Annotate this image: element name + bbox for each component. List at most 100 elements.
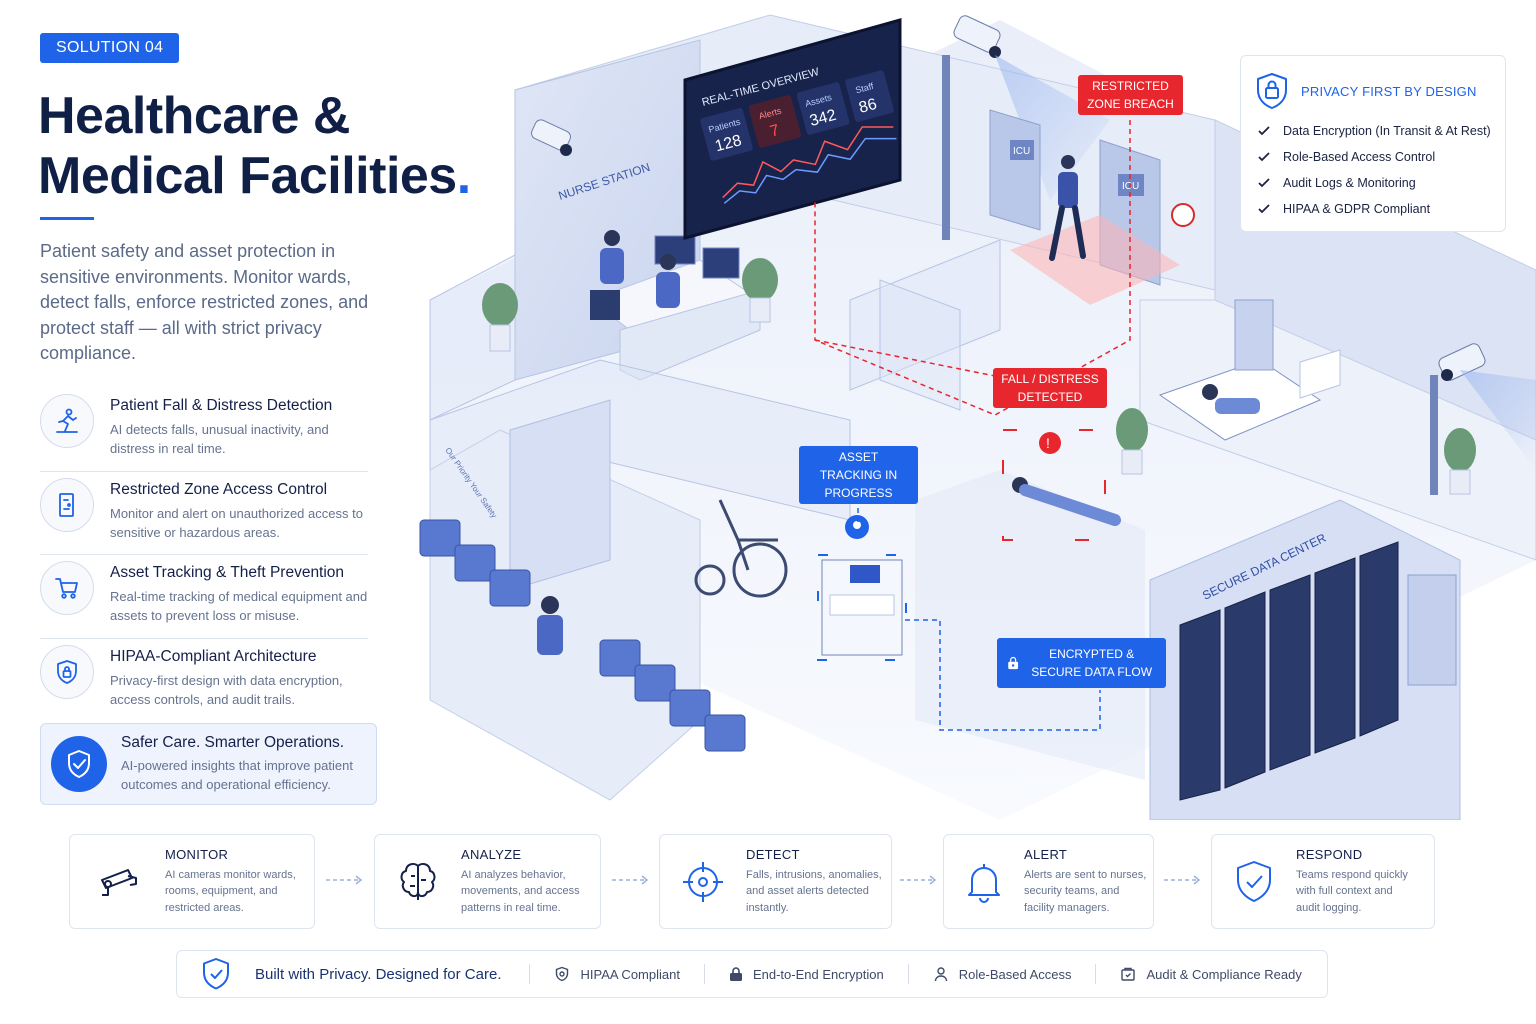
title-line-2: Medical Facilities [38,147,457,205]
callout-text: ASSET TRACKING IN PROGRESS [819,450,898,500]
step-desc: AI analyzes behavior, movements, and acc… [461,868,580,914]
patient-room [1139,299,1536,561]
page-title: Healthcare & Medical Facilities. [38,86,471,206]
step-title: DETECT [746,846,800,862]
svg-text:!: ! [1046,435,1050,451]
lead-paragraph: Patient safety and asset protection in s… [40,241,369,363]
shield-check-icon [51,736,107,792]
privacy-item: Role-Based Access Control [1255,144,1491,170]
safer-care-card: Safer Care. Smarter Operations. AI-power… [40,723,377,805]
step-title: MONITOR [165,846,229,862]
step-title: ANALYZE [461,846,522,862]
privacy-item: Audit Logs & Monitoring [1255,170,1491,196]
step-desc: Falls, intrusions, anomalies, and asset … [746,868,882,914]
feature-item: Restricted Zone Access Control Monitor a… [40,472,368,555]
camera-icon [70,858,165,906]
workflow-step-detect: DETECT Falls, intrusions, anomalies, and… [659,834,892,929]
wheelchair-icon [694,499,788,598]
privacy-list: Data Encryption (In Transit & At Rest) R… [1255,118,1491,222]
cart-icon [40,561,94,615]
footer-item-role-access: Role-Based Access [933,966,1071,982]
feature-desc: AI detects falls, unusual inactivity, an… [110,422,329,456]
asset-cart [817,515,907,661]
user-icon [934,967,947,982]
shield-lock-icon [1257,73,1287,109]
footer-item-hipaa: HIPAA Compliant [554,966,680,982]
audit-icon [1121,967,1136,981]
fall-detection-zone: ! [915,429,1145,780]
feature-desc: Privacy-first design with data encryptio… [110,672,343,707]
step-desc: Alerts are sent to nurses, security team… [1024,868,1147,914]
arrow-right-icon [612,875,649,885]
step-desc: Teams respond quickly with full context … [1296,868,1408,914]
footer-tagline: Built with Privacy. Designed for Care. [255,965,502,983]
check-icon [1258,126,1270,136]
workflow-step-alert: ALERT Alerts are sent to nurses, securit… [943,834,1154,929]
icu-label: ICU [1013,146,1030,157]
lock-icon [729,967,742,981]
workflow-step-monitor: MONITOR AI cameras monitor wards, rooms,… [69,834,315,929]
encrypted-flow-callout: ENCRYPTED & SECURE DATA FLOW [997,638,1166,688]
privacy-title: PRIVACY FIRST BY DESIGN [1301,83,1477,99]
feature-title: Asset Tracking & Theft Prevention [110,564,345,581]
title-line-1: Healthcare & [38,87,350,145]
alert-connector-lines [814,120,1131,731]
shield-check-icon [203,958,229,990]
feature-desc: Real-time tracking of medical equipment … [110,589,368,623]
title-dot: . [456,147,471,205]
realtime-dashboard: REAL-TIME OVERVIEW Patients 128 Alerts 7… [683,18,902,240]
solution-badge: SOLUTION 04 [40,33,180,63]
feature-item: Patient Fall & Distress Detection AI det… [40,388,368,472]
step-title: ALERT [1024,846,1068,862]
feature-title: Patient Fall & Distress Detection [110,397,333,414]
stat-label: Staff [854,81,875,96]
feature-list: Patient Fall & Distress Detection AI det… [40,388,368,722]
feature-item: Asset Tracking & Theft Prevention Real-t… [40,555,368,639]
feature-item: HIPAA-Compliant Architecture Privacy-fir… [40,639,368,723]
target-icon [660,858,746,906]
stat-value: 128 [713,132,743,155]
step-title: RESPOND [1296,846,1363,862]
compliance-footer: Built with Privacy. Designed for Care. H… [176,950,1328,998]
security-camera-icon [531,119,572,156]
workflow-step-respond: RESPOND Teams respond quickly with full … [1211,834,1435,929]
waiting-area: Our Priority Your Safety [419,399,746,801]
callout-text: ENCRYPTED & SECURE DATA FLOW [1031,647,1153,679]
nurse-station: NURSE STATION [514,39,762,381]
callout-text: FALL / DISTRESS DETECTED [1001,372,1099,404]
footer-item-encryption: End-to-End Encryption [729,966,884,982]
privacy-card: PRIVACY FIRST BY DESIGN Data Encryption … [1240,55,1506,232]
safer-desc: AI-powered insights that improve patient… [121,758,353,792]
plant-icon [482,258,1476,495]
shield-lock-icon [40,644,94,699]
stat-value: 7 [768,122,781,141]
title-underline [40,217,94,220]
workflow-step-analyze: ANALYZE AI analyzes behavior, movements,… [374,834,601,929]
arrow-right-icon [1164,875,1201,885]
footer-item-audit: Audit & Compliance Ready [1120,966,1302,982]
secure-data-center: SECURE DATA CENTER [1149,499,1461,820]
privacy-item: Data Encryption (In Transit & At Rest) [1255,118,1491,144]
arrow-right-icon [326,875,363,885]
restricted-zone-callout: RESTRICTED ZONE BREACH [1078,75,1183,115]
check-icon [1258,152,1270,162]
lock-icon [1008,656,1019,670]
pole-camera [942,15,1110,240]
feature-title: HIPAA-Compliant Architecture [110,647,317,665]
arrow-right-icon [900,875,937,885]
privacy-item: HIPAA & GDPR Compliant [1255,196,1491,222]
fall-person-icon [40,394,94,448]
brain-icon [375,858,461,906]
check-icon [1258,178,1270,188]
callout-text: RESTRICTED ZONE BREACH [1087,79,1174,111]
safer-title: Safer Care. Smarter Operations. [121,734,345,751]
fall-distress-callout: FALL / DISTRESS DETECTED [993,368,1107,408]
door-access-icon [40,477,94,532]
shield-icon [556,966,569,982]
feature-desc: Monitor and alert on unauthorized access… [110,505,363,540]
stat-value: 342 [808,107,838,130]
stat-value: 86 [857,96,879,117]
asset-tracking-callout: ASSET TRACKING IN PROGRESS [799,446,918,504]
feature-title: Restricted Zone Access Control [110,480,328,498]
check-icon [1258,204,1270,214]
